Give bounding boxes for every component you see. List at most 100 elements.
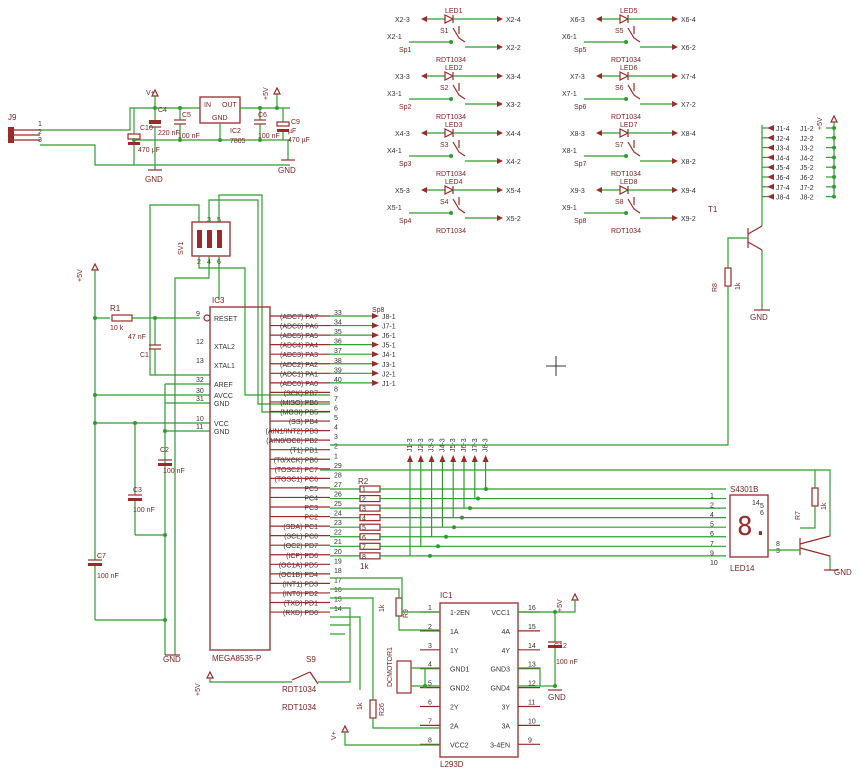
ic3-right-pin-num: 36 [334,339,342,346]
ic3-right-pin-name: (ADC7) PA7 [280,314,318,321]
ic1-left-pin-name: GND2 [450,686,470,693]
block-net-out-bot: X9-2 [681,216,696,223]
ic3-right-pin-num: 29 [334,463,342,470]
block-net-out-bot: X6-2 [681,45,696,52]
vplus-top-label: V+ [146,90,155,97]
block-net-in-top: X3-3 [395,74,410,81]
r1-ref: R1 [110,304,121,313]
ic3-left-pin-name: GND [214,401,230,408]
ic1-left-pin-num: 8 [428,737,432,744]
block-switch-ref: S8 [615,199,624,206]
r2-pin: 6 [362,535,366,542]
block-led-ref: LED6 [620,65,638,72]
ic1-right-pin-name: 4A [501,629,510,636]
c2-ref: C2 [160,447,169,454]
ic3-right-pin-num: 38 [334,358,342,365]
block-net-in-bot: X4-1 [387,148,402,155]
ic1-right-pin-name: 4Y [501,648,510,655]
block-sp-ref: Sp8 [574,218,587,225]
ic3-right-pin-name: (TOSC2) PC7 [275,467,319,474]
ic1-right-pin-name: 3-4EN [490,742,510,749]
c11-value: µF [288,128,296,135]
ic1-left-pin-name: 2Y [450,705,459,712]
block-net-in-top: X5-3 [395,188,410,195]
c6-ref: C6 [258,112,267,119]
s9-part2: RDT1034 [282,703,317,712]
ic1-value: L293D [440,760,464,768]
block-led-ref: LED4 [445,179,463,186]
ic1-left-pin-name: 1-2EN [450,610,470,617]
led14-pin5top: 5 [760,503,764,510]
porta-net-label: J4-1 [382,352,396,359]
j9-pin2: 2 [38,129,42,136]
t1-ref: T1 [708,205,718,214]
c10-ref: C10 [140,125,153,132]
r2-pin: 7 [362,544,366,551]
led14-pin14top: 14 [752,500,760,507]
c12-value: 100 nF [556,659,578,666]
r1-value: 10 k [110,325,124,332]
r8-value: 1k [735,282,742,290]
ic3-right-pin-num: 17 [334,577,342,584]
porta-net-label: J8-1 [382,314,396,321]
ic3-left-pin-num: 30 [196,388,204,395]
ic3-mcu: IC3 MEGA8535-P 9RESET12XTAL213XTAL132ARE… [196,296,342,663]
ic1-right-pin-name: VCC1 [491,610,510,617]
c9-ref: C9 [291,119,300,126]
block-sp-ref: Sp6 [574,104,587,111]
ic1-left-pin-num: 3 [428,643,432,650]
ic2-gnd: GND [212,115,228,122]
block-net-out-top: X4-4 [506,131,521,138]
block-net-in-bot: X7-1 [562,91,577,98]
ic3-right-pin-name: (MOSI) PB5 [280,410,318,417]
r2-pin: 3 [362,506,366,513]
j9-label: J9 [8,113,17,122]
ic1-right-pin-num: 9 [528,737,532,744]
block-net-in-bot: X2-1 [387,34,402,41]
block-part: RDT1034 [436,228,466,235]
ic3-ref: IC3 [212,296,225,305]
gnd-left: GND [163,655,181,664]
ic3-right-pin-num: 27 [334,482,342,489]
block-switch-ref: S1 [440,28,449,35]
block-sp-ref: Sp2 [399,104,412,111]
gnd-led: GND [834,568,852,577]
c3-ref: C3 [133,487,142,494]
ic3-right-pin-num: 25 [334,501,342,508]
ic1-driver: IC1 L293D 11-2EN21A31Y4GND15GND262Y72A8V… [330,577,579,768]
porta-net-label: J2-1 [382,371,396,378]
porta-net-label: J7-1 [382,324,396,331]
gnd-top2: GND [278,166,296,175]
ic3-left-pin-name: RESET [214,316,238,323]
block-net-in-top: X8-3 [570,131,585,138]
ic3-right-pin-name: (ICP) PD6 [286,553,318,560]
ic3-right-pin-name: PC3 [304,505,318,512]
ic3-right-pin-num: 19 [334,558,342,565]
ic3-right-pin-num: 24 [334,511,342,518]
ic3-right-pin-name: (ADC2) PA2 [280,362,318,369]
block-net-in-top: X9-3 [570,188,585,195]
block-net-in-top: X2-3 [395,17,410,24]
c10-value: 470 µF [138,147,160,154]
ic2-out: OUT [222,102,238,109]
ic3-left-pin-num: 13 [196,358,204,365]
ic3-left-pin-name: AVCC [214,393,233,400]
led14-glyph: 8. [737,512,768,542]
ic1-right-pin-num: 16 [528,605,536,612]
ic3-right-pin-num: 23 [334,520,342,527]
led14-pin6top: 6 [760,510,764,517]
right-net-left: J3-4 [776,146,790,153]
ic1-right-pin-num: 13 [528,662,536,669]
right-net-left: J7-4 [776,185,790,192]
block-net-out-top: X2-4 [506,17,521,24]
r2-pin: 8 [362,554,366,561]
ic1-right-pin-name: GND4 [491,686,511,693]
block-net-in-top: X7-3 [570,74,585,81]
led14-part: S4301B [730,485,758,494]
block-part: RDT1034 [436,114,466,121]
